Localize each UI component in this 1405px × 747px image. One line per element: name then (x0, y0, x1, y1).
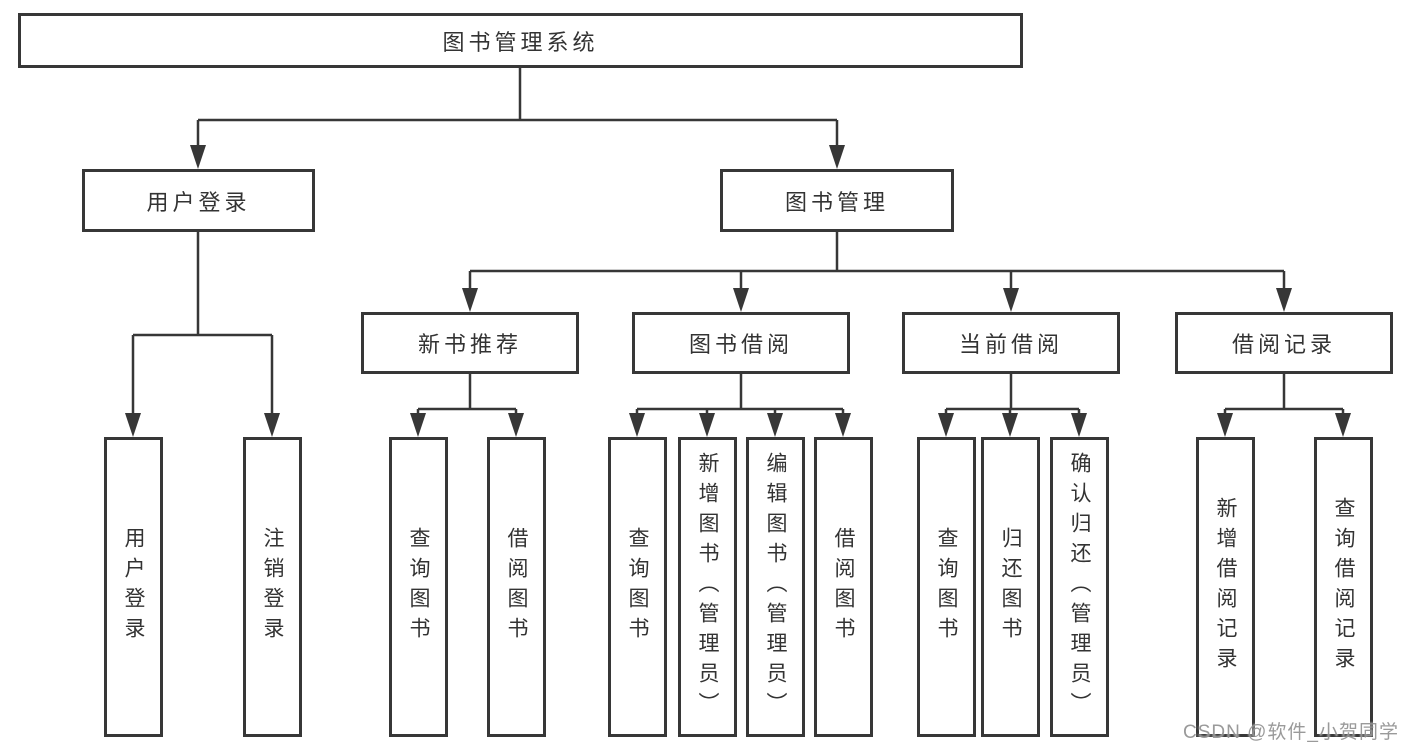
node-root-label: 图书管理系统 (442, 29, 599, 55)
node-user-login-label: 用户登录 (146, 189, 251, 215)
watermark-text: CSDN @软件_小贺同学 (1183, 722, 1399, 743)
node-user-login: 用户登录 (82, 169, 315, 232)
leaf-query-books-recommend: 查询图书 (389, 437, 448, 737)
leaf-add-book-admin-label: 新增图书（管理员） (696, 452, 719, 722)
node-book-borrow-label: 图书借阅 (688, 332, 793, 357)
leaf-logout: 注销登录 (243, 437, 302, 737)
node-current-borrow-label: 当前借阅 (958, 332, 1063, 357)
leaf-query-books-current: 查询图书 (917, 437, 976, 737)
leaf-return-books: 归还图书 (981, 437, 1040, 737)
leaf-query-borrow-record: 查询借阅记录 (1314, 437, 1373, 737)
leaf-add-borrow-record: 新增借阅记录 (1196, 437, 1255, 737)
leaf-edit-book-admin-label: 编辑图书（管理员） (764, 452, 787, 722)
node-book-borrow: 图书借阅 (632, 312, 850, 374)
leaf-query-books-borrow: 查询图书 (608, 437, 667, 737)
leaf-edit-book-admin: 编辑图书（管理员） (746, 437, 805, 737)
leaf-borrow-books-recommend: 借阅图书 (487, 437, 546, 737)
leaf-add-book-admin: 新增图书（管理员） (678, 437, 737, 737)
leaf-confirm-return-admin: 确认归还（管理员） (1050, 437, 1109, 737)
node-new-book-recommend: 新书推荐 (361, 312, 579, 374)
leaf-borrow-books-recommend-label: 借阅图书 (505, 527, 528, 647)
leaf-logout-label: 注销登录 (261, 527, 284, 647)
leaf-query-borrow-record-label: 查询借阅记录 (1332, 497, 1355, 677)
node-root: 图书管理系统 (18, 13, 1023, 68)
leaf-user-login-label: 用户登录 (122, 527, 145, 647)
leaf-add-borrow-record-label: 新增借阅记录 (1214, 497, 1237, 677)
leaf-query-books-recommend-label: 查询图书 (407, 527, 430, 647)
arrowheads (125, 145, 1351, 437)
node-borrow-records-label: 借阅记录 (1231, 332, 1336, 357)
leaf-return-books-label: 归还图书 (999, 527, 1022, 647)
node-book-management: 图书管理 (720, 169, 954, 232)
node-new-book-recommend-label: 新书推荐 (417, 332, 522, 357)
node-current-borrow: 当前借阅 (902, 312, 1120, 374)
leaf-user-login: 用户登录 (104, 437, 163, 737)
leaf-query-books-current-label: 查询图书 (935, 527, 958, 647)
leaf-query-books-borrow-label: 查询图书 (626, 527, 649, 647)
leaf-confirm-return-admin-label: 确认归还（管理员） (1068, 452, 1091, 722)
node-borrow-records: 借阅记录 (1175, 312, 1393, 374)
leaf-borrow-books-label: 借阅图书 (832, 527, 855, 647)
node-book-management-label: 图书管理 (784, 189, 889, 215)
leaf-borrow-books: 借阅图书 (814, 437, 873, 737)
